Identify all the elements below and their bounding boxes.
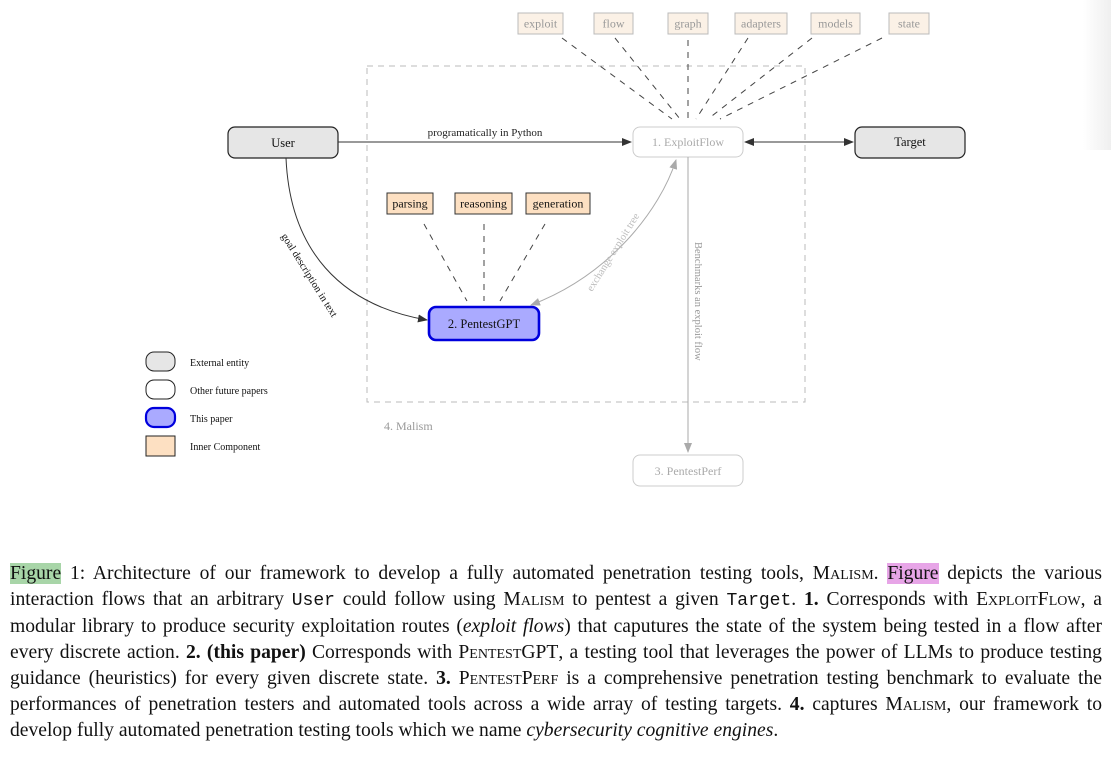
malism-container <box>366 65 806 403</box>
svg-text:adapters: adapters <box>741 17 781 31</box>
svg-text:generation: generation <box>533 197 584 211</box>
caption-text: . <box>791 589 804 610</box>
svg-text:state: state <box>898 17 920 31</box>
target-code: Target <box>726 591 792 611</box>
caption-text: , a modular library to produce security … <box>10 589 1102 637</box>
cognitive-engines-term: cybersecurity cognitive engines <box>526 720 774 741</box>
tag-state: state <box>888 12 930 35</box>
figure-word: Figure <box>10 563 62 584</box>
malism-name: Malism <box>812 563 874 584</box>
svg-text:graph: graph <box>674 17 701 31</box>
figure-caption: Figure 1: Architecture of our framework … <box>10 561 1102 744</box>
target-node: Target <box>854 126 966 159</box>
svg-text:models: models <box>818 17 853 31</box>
caption-text: ) that caputures the state of the system… <box>10 616 1102 663</box>
figure-number: 1: <box>61 563 93 584</box>
item-4-marker: 4. <box>789 694 805 715</box>
item-1-marker: 1. <box>804 589 819 610</box>
page-edge-shadow <box>1083 0 1111 150</box>
item-2-marker: 2. (this paper) <box>185 642 306 663</box>
caption-text: is a comprehensive penetration testing b… <box>10 668 1102 715</box>
pentestgpt-name: PentestGPT <box>458 642 559 663</box>
arrow-pentestgpt-exploitflow <box>530 159 678 306</box>
caption-text: depicts the various interaction flows th… <box>10 563 1102 610</box>
legend-this-paper: This paper <box>144 406 233 429</box>
svg-text:3. PentestPerf: 3. PentestPerf <box>655 464 722 478</box>
caption-text <box>451 668 459 689</box>
item-3-marker: 3. <box>436 668 451 689</box>
caption-text: . <box>773 720 779 741</box>
exploitflow-node: 1. ExploitFlow <box>632 126 744 158</box>
pentestgpt-node: 2. PentestGPT <box>427 305 541 342</box>
tag-graph: graph <box>667 12 709 35</box>
tag-connectors-inner <box>423 223 546 302</box>
svg-text:Other future papers: Other future papers <box>190 386 268 397</box>
caption-text: Corresponds with <box>818 589 977 610</box>
svg-text:flow: flow <box>603 17 625 31</box>
user-node: User <box>227 126 339 159</box>
svg-text:User: User <box>271 136 295 150</box>
tag-generation: generation <box>525 192 591 215</box>
edge-label-python: programatically in Python <box>428 127 543 139</box>
legend-external-entity: External entity <box>145 351 249 372</box>
tag-exploit: exploit <box>517 12 564 35</box>
caption-text: . <box>873 563 888 584</box>
caption-text: , our framework to develop fully automat… <box>10 694 1103 741</box>
architecture-diagram: 4. Malism exploit flow graph adapters mo… <box>144 12 966 487</box>
svg-text:Inner Component: Inner Component <box>190 442 260 453</box>
svg-text:This paper: This paper <box>190 414 233 425</box>
malism-label: 4. Malism <box>384 419 433 433</box>
svg-text:2. PentestGPT: 2. PentestGPT <box>448 317 521 331</box>
exploit-flows-term: exploit flows <box>462 616 565 637</box>
arrow-user-to-pentestgpt <box>285 157 428 323</box>
svg-text:1. ExploitFlow: 1. ExploitFlow <box>652 135 724 149</box>
svg-text:Target: Target <box>894 135 926 149</box>
caption-text: captures <box>804 694 886 715</box>
pentestperf-name: PentestPerf <box>458 668 559 689</box>
tag-models: models <box>810 12 861 35</box>
legend: External entity Other future papers This… <box>144 351 268 457</box>
tag-reasoning: reasoning <box>454 192 513 215</box>
caption-text: Corresponds with <box>305 642 459 663</box>
svg-text:reasoning: reasoning <box>460 197 507 211</box>
caption-text: could follow using <box>334 589 504 610</box>
malism-name: Malism <box>503 589 565 610</box>
svg-text:exploit: exploit <box>524 17 558 31</box>
legend-other-future-papers: Other future papers <box>145 379 268 400</box>
tag-parsing: parsing <box>386 192 434 215</box>
legend-inner-component: Inner Component <box>145 435 260 457</box>
exploitflow-name: ExploitFlow <box>976 589 1081 610</box>
malism-name: Malism <box>885 694 947 715</box>
tag-flow: flow <box>593 12 634 35</box>
svg-text:External entity: External entity <box>190 358 249 369</box>
caption-paragraph: Figure 1: Architecture of our framework … <box>10 561 1102 744</box>
tag-adapters: adapters <box>734 12 788 35</box>
tag-connectors-top <box>561 37 883 120</box>
figure-word-highlight: Figure <box>887 563 939 584</box>
edge-label-exchange: exchange exploit tree <box>585 211 642 293</box>
caption-text: to pentest a given <box>564 589 727 610</box>
caption-text: Architecture of our framework to develop… <box>92 563 813 584</box>
user-code: User <box>291 591 335 611</box>
edge-label-bench: Benchmarks an exploit flow <box>692 242 703 361</box>
caption-text: , a testing tool that leverages the powe… <box>10 642 1102 689</box>
svg-text:parsing: parsing <box>392 197 427 211</box>
pentestperf-node: 3. PentestPerf <box>632 454 744 487</box>
